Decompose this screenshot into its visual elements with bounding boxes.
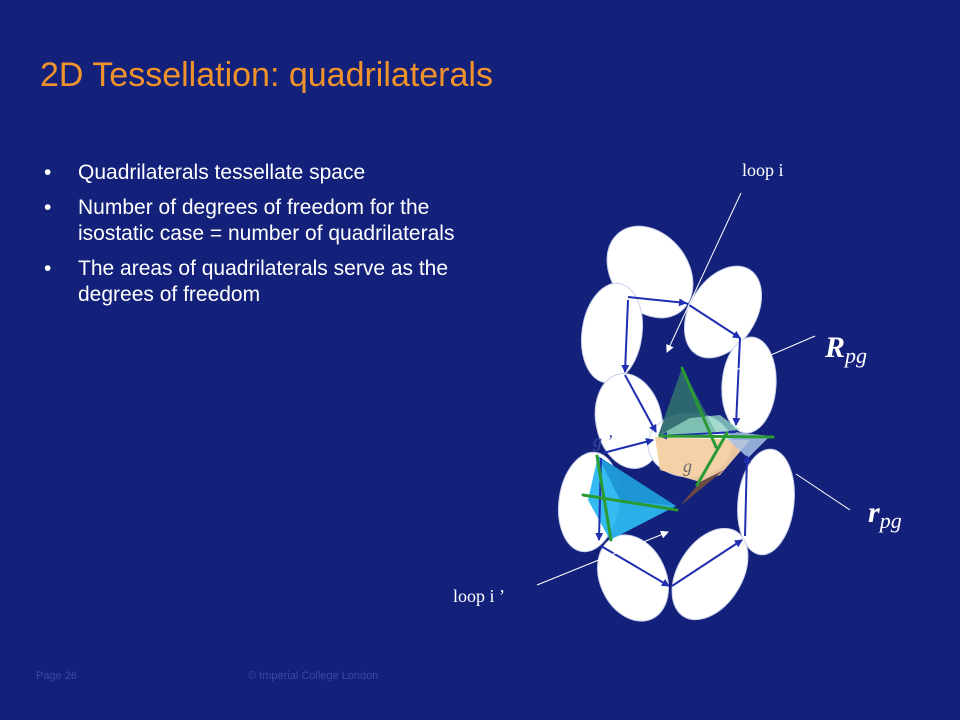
grain	[721, 336, 777, 434]
r-main: r	[868, 496, 880, 529]
loop-i-prime-leader	[536, 530, 669, 586]
brown-triangle	[680, 470, 724, 506]
green-vector	[581, 493, 679, 512]
green-vectors	[581, 366, 775, 542]
bullet-list: Quadrilaterals tessellate space Number o…	[44, 160, 494, 317]
grain	[683, 265, 763, 359]
grain	[671, 527, 749, 621]
bullet-item: The areas of quadrilaterals serve as the…	[44, 256, 494, 308]
loop-i-label: loop i	[742, 160, 784, 180]
g-prime-label: g ’	[593, 431, 613, 451]
quadrilateral-shading	[588, 368, 770, 540]
bullet-item: Number of degrees of freedom for the iso…	[44, 195, 494, 247]
r-pg-leader	[795, 473, 851, 511]
bullet-item: Quadrilaterals tessellate space	[44, 160, 494, 186]
R-main: R	[824, 331, 845, 364]
arrow	[621, 299, 630, 373]
copyright: © Imperial College London	[248, 670, 379, 682]
loop-i-leader	[666, 192, 742, 353]
loop-i-prime-label: loop i ’	[453, 586, 505, 606]
R-pg-leader	[735, 335, 816, 371]
arrow	[732, 337, 741, 426]
green-vector	[680, 366, 718, 449]
grain	[737, 448, 795, 556]
g-label: g	[683, 456, 692, 476]
green-vector	[695, 431, 729, 487]
leader-lines	[536, 192, 851, 586]
arrow	[742, 455, 751, 537]
green-vector	[658, 434, 775, 439]
arrow	[624, 374, 657, 433]
arrow	[602, 437, 654, 454]
r-sub: pg	[878, 508, 902, 533]
R-pg-label: Rpg	[824, 331, 867, 368]
R-sub: pg	[843, 343, 867, 368]
peach-triangle	[655, 437, 750, 482]
arrow	[685, 302, 741, 339]
arrow	[627, 296, 687, 307]
page-number: Page 26	[36, 670, 77, 682]
r-pg-label: rpg	[868, 496, 902, 533]
arrow	[600, 545, 670, 587]
cyan-dark-triangle	[598, 456, 676, 506]
slide-title: 2D Tessellation: quadrilaterals	[40, 56, 493, 94]
arrow	[671, 539, 743, 587]
